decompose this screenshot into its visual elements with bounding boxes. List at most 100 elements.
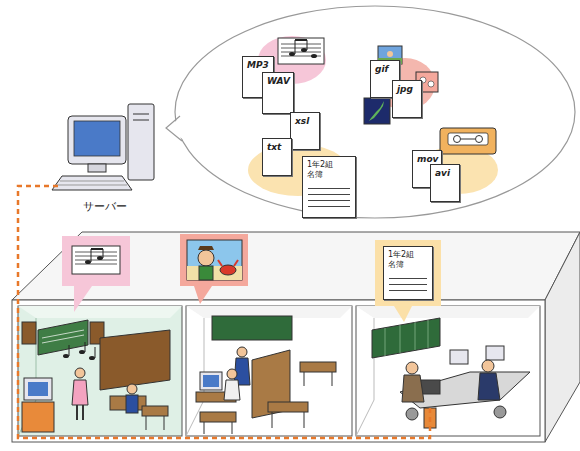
music-room (95, 347, 96, 358)
staff-room (400, 325, 401, 353)
music-callout (91, 249, 92, 262)
picture-callout (198, 246, 214, 250)
music-sheet-icon (301, 48, 307, 52)
staff-room (406, 408, 418, 420)
roster-callout (375, 240, 441, 322)
music-room (72, 380, 88, 405)
music-room (18, 306, 182, 436)
staff-room (406, 362, 418, 374)
school-building (12, 232, 580, 442)
server-computer (128, 104, 154, 180)
music-sheet-icon (295, 39, 307, 41)
file-label: txt (267, 143, 289, 153)
music-room (82, 405, 84, 420)
music-callout (74, 286, 92, 312)
computer-room (212, 316, 292, 340)
staff-room (372, 318, 440, 358)
music-room (42, 335, 84, 343)
server-computer (133, 120, 149, 121)
music-room (22, 322, 36, 344)
computer-room (237, 347, 247, 357)
music-sheet-icon (289, 52, 295, 56)
label-holder: サーバー (83, 199, 127, 214)
picture-callout (180, 234, 248, 304)
cassette-icon (454, 136, 461, 143)
computer-room (204, 422, 205, 434)
photo-icon (428, 81, 434, 87)
server-computer (68, 116, 126, 164)
music-callout (91, 248, 103, 250)
computer-room (300, 362, 336, 372)
map-icon (364, 98, 390, 124)
picture-callout (187, 240, 242, 280)
staff-room (356, 306, 540, 436)
roster-callout (394, 306, 412, 322)
file-icon: avi (430, 164, 460, 202)
picture-callout (218, 260, 222, 266)
music-room (85, 342, 86, 352)
music-room (164, 416, 165, 430)
music-callout (85, 260, 91, 264)
staff-room (356, 306, 540, 318)
staff-room (402, 375, 424, 402)
picture-callout (220, 265, 236, 275)
file-label: xsl (295, 117, 317, 127)
music-room (79, 350, 85, 354)
music-callout (72, 246, 120, 274)
computer-room (332, 372, 333, 386)
music-room (38, 320, 88, 355)
file-label: MP3 (247, 61, 271, 71)
computer-room (304, 372, 305, 386)
speech-bubble (175, 6, 575, 218)
music-room (42, 330, 84, 338)
server-computer (52, 176, 132, 190)
music-sheet-icon (295, 40, 296, 54)
music-room (127, 384, 137, 394)
music-room (63, 354, 69, 358)
music-callout (103, 249, 104, 258)
speech-bubble (166, 6, 575, 218)
music-callout (75, 260, 117, 261)
staff-room (356, 306, 540, 436)
roster-callout (375, 240, 441, 306)
music-callout (75, 264, 117, 265)
network-cable (18, 186, 430, 438)
music-sheet-icon (307, 40, 308, 50)
computer-room (186, 306, 352, 436)
music-sheet-icon (311, 54, 317, 58)
music-room (146, 416, 147, 430)
picture-callout (199, 266, 213, 280)
computer-room (200, 372, 222, 390)
computer-room (200, 412, 236, 422)
cassette-icon (440, 128, 496, 154)
music-room (18, 306, 182, 318)
picture-callout (180, 234, 248, 286)
file-label: WAV (267, 77, 291, 87)
staff-room (494, 406, 506, 418)
file-icon: WAV (262, 72, 294, 114)
music-sheet-icon (278, 38, 324, 64)
file-label: 1年2組 名簿 (388, 250, 420, 270)
computer-room (186, 306, 352, 436)
music-room (24, 378, 52, 400)
music-callout (62, 236, 130, 286)
computer-room (272, 412, 273, 428)
music-callout (97, 256, 103, 260)
music-sheet-icon (278, 38, 324, 64)
map-icon (364, 98, 390, 124)
computer-room (232, 422, 233, 434)
staff-room (356, 400, 374, 436)
picture-callout (194, 286, 212, 304)
staff-room (478, 373, 500, 400)
picture-callout (234, 260, 238, 266)
map-icon (369, 101, 384, 121)
photo-icon (387, 51, 393, 57)
file-icon: xsl (290, 112, 320, 150)
music-room (76, 405, 78, 420)
staff-room (450, 350, 468, 364)
music-callout (62, 236, 130, 312)
school-building (12, 232, 580, 300)
